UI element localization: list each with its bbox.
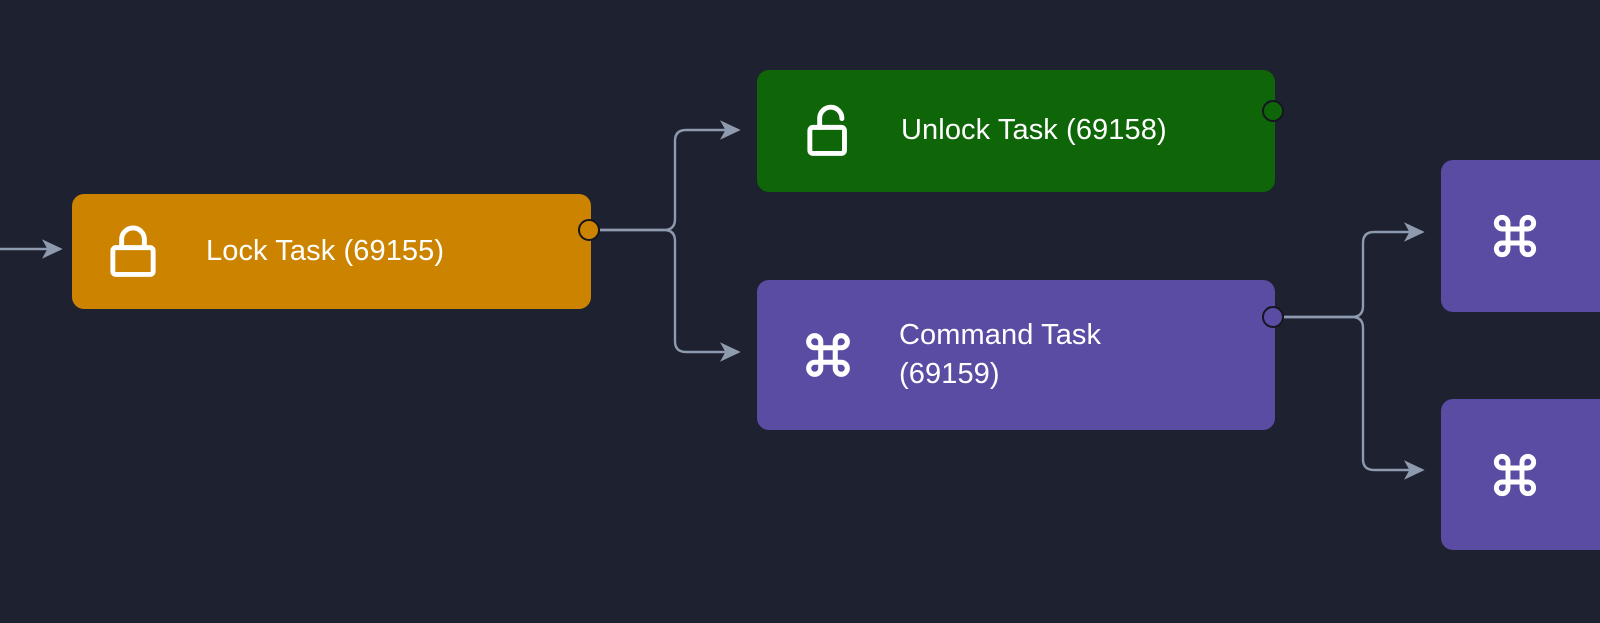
node-label-lock-task: Lock Task (69155) [206, 234, 445, 267]
node-label-unlock-task: Unlock Task (69158) [901, 114, 1167, 147]
node-label-command-task: Command Task (69159) [899, 318, 1102, 390]
lock-closed-icon [102, 221, 164, 283]
node-unlock-task[interactable]: Unlock Task (69158) [757, 70, 1284, 192]
node-command-task-upper-right[interactable] [1441, 160, 1600, 312]
node-command-task[interactable]: Command Task (69159) [757, 280, 1284, 430]
output-handle-command-task[interactable] [1262, 306, 1284, 328]
edge-lock-unlock [600, 120, 741, 232]
command-icon [1487, 208, 1543, 264]
node-lock-task[interactable]: Lock Task (69155) [72, 194, 600, 309]
edge-command-lower [1284, 315, 1425, 480]
node-command-task-lower-right[interactable] [1441, 399, 1600, 550]
output-handle-unlock-task[interactable] [1262, 100, 1284, 122]
command-icon [799, 326, 857, 384]
edge-command-upper [1284, 222, 1425, 319]
lock-open-icon [799, 100, 861, 162]
edge-lock-command [600, 228, 741, 362]
output-handle-lock-task[interactable] [578, 219, 600, 241]
command-icon [1487, 447, 1543, 503]
